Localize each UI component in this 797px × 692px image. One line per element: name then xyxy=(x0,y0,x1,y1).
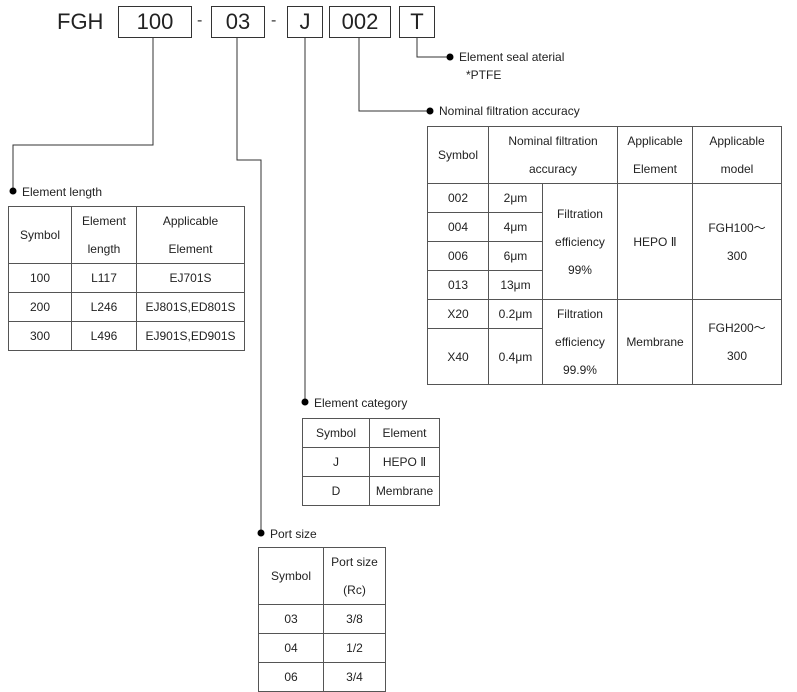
cell-element: Membrane xyxy=(617,299,693,385)
leader-port xyxy=(236,38,262,533)
cell-accuracy: 2μm xyxy=(488,183,543,213)
code-separator: - xyxy=(271,12,277,29)
header-symbol: Symbol xyxy=(427,126,489,184)
cell-symbol: 03 xyxy=(258,604,324,634)
code-segment-size: 100 xyxy=(118,6,192,38)
category-table: Symbol Element J HEPO Ⅱ D Membrane xyxy=(302,418,440,506)
cell-model: FGH200～ 300 xyxy=(692,299,782,385)
cell-length: L496 xyxy=(71,321,137,351)
cell-element: EJ901S,ED901S xyxy=(136,321,245,351)
seal-label: Element seal aterial xyxy=(459,50,565,64)
cell-symbol: 300 xyxy=(8,321,72,351)
bullet-length xyxy=(9,187,17,195)
cell-efficiency: Filtration efficiency 99% xyxy=(541,183,619,300)
cell-efficiency: Filtration efficiency 99.9% xyxy=(541,299,619,385)
code-segment-accuracy: 002 xyxy=(329,6,391,38)
cell-size: 3/4 xyxy=(323,662,386,692)
accuracy-table: Symbol Nominal filtration accuracy Appli… xyxy=(427,126,782,385)
table-row: 04 1/2 xyxy=(258,633,386,663)
length-table: Symbol Element length Applicable Element… xyxy=(8,206,245,351)
cell-symbol: X20 xyxy=(427,299,489,329)
header-applicable-model: Applicable model xyxy=(692,126,782,184)
cell-symbol: 013 xyxy=(427,270,489,300)
cell-accuracy: 0.2μm xyxy=(488,299,543,329)
category-label: Element category xyxy=(314,396,408,410)
header-symbol: Symbol xyxy=(302,418,370,448)
cell-symbol: 100 xyxy=(8,263,72,293)
header-accuracy: Nominal filtration accuracy xyxy=(488,126,618,184)
cell-element: EJ701S xyxy=(136,263,245,293)
model-prefix: FGH xyxy=(57,9,104,34)
bullet-seal xyxy=(446,53,454,61)
leader-length xyxy=(12,38,154,191)
length-label: Element length xyxy=(22,185,103,199)
header-applicable-element: Applicable Element xyxy=(136,206,245,264)
table-row: 200 L246 EJ801S,ED801S xyxy=(8,292,245,322)
leader-seal xyxy=(416,38,450,58)
port-table: Symbol Port size (Rc) 03 3/8 04 1/2 06 3… xyxy=(258,547,386,692)
port-label: Port size xyxy=(270,527,317,541)
cell-accuracy: 0.4μm xyxy=(488,328,543,385)
cell-length: L246 xyxy=(71,292,137,322)
cell-accuracy: 6μm xyxy=(488,241,543,271)
cell-element: HEPO Ⅱ xyxy=(617,183,693,300)
cell-accuracy: 13μm xyxy=(488,270,543,300)
cell-symbol: J xyxy=(302,447,370,477)
cell-size: 1/2 xyxy=(323,633,386,663)
table-row: 06 3/4 xyxy=(258,662,386,692)
code-segment-seal: T xyxy=(399,6,435,38)
cell-model: FGH100～ 300 xyxy=(692,183,782,300)
cell-size: 3/8 xyxy=(323,604,386,634)
header-element-length: Element length xyxy=(71,206,137,264)
cell-symbol: 04 xyxy=(258,633,324,663)
table-row: 300 L496 EJ901S,ED901S xyxy=(8,321,245,351)
header-port-size: Port size (Rc) xyxy=(323,547,386,605)
bullet-accuracy xyxy=(426,107,434,115)
header-element: Element xyxy=(369,418,440,448)
table-row: J HEPO Ⅱ xyxy=(302,447,440,477)
table-row: X20 0.2μm Filtration efficiency 99.9% Me… xyxy=(427,299,782,385)
table-row: X40 0.4μm xyxy=(427,328,782,385)
cell-symbol: D xyxy=(302,476,370,506)
bullet-category xyxy=(301,398,309,406)
header-applicable-element: Applicable Element xyxy=(617,126,693,184)
leader-accuracy xyxy=(358,38,430,112)
header-symbol: Symbol xyxy=(258,547,324,605)
table-row: 006 6μm xyxy=(427,241,782,271)
cell-accuracy: 4μm xyxy=(488,212,543,242)
accuracy-label: Nominal filtration accuracy xyxy=(439,104,580,118)
code-segment-port: 03 xyxy=(211,6,265,38)
cell-element: Membrane xyxy=(369,476,440,506)
cell-symbol: 002 xyxy=(427,183,489,213)
code-segment-category: J xyxy=(287,6,323,38)
cell-symbol: 004 xyxy=(427,212,489,242)
cell-element: EJ801S,ED801S xyxy=(136,292,245,322)
seal-note: *PTFE xyxy=(466,68,502,82)
header-symbol: Symbol xyxy=(8,206,72,264)
cell-symbol: X40 xyxy=(427,328,489,385)
cell-symbol: 006 xyxy=(427,241,489,271)
cell-symbol: 06 xyxy=(258,662,324,692)
code-separator: - xyxy=(197,12,203,29)
table-row: 03 3/8 xyxy=(258,604,386,634)
table-row: 002 2μm Filtration efficiency 99% HEPO Ⅱ… xyxy=(427,183,782,300)
cell-length: L117 xyxy=(71,263,137,293)
table-row: D Membrane xyxy=(302,476,440,506)
cell-element: HEPO Ⅱ xyxy=(369,447,440,477)
bullet-port xyxy=(257,529,265,537)
cell-symbol: 200 xyxy=(8,292,72,322)
table-row: 100 L117 EJ701S xyxy=(8,263,245,293)
